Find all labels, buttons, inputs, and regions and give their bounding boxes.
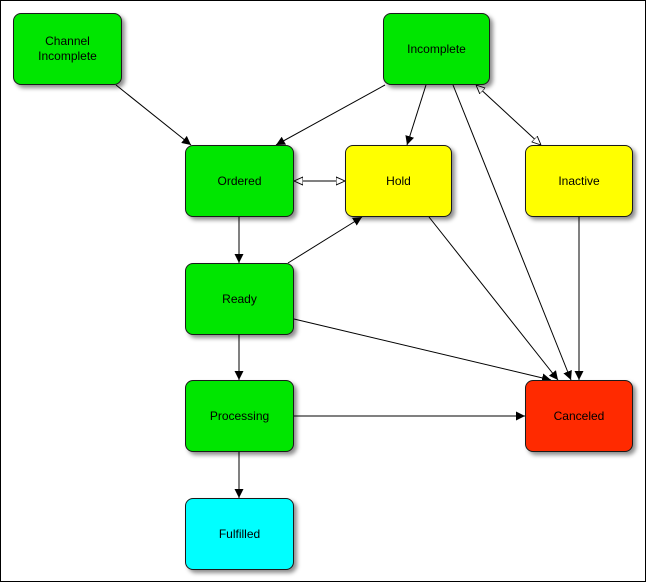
edge-incomplete-to-inactive bbox=[476, 85, 541, 145]
state-inactive[interactable]: Inactive bbox=[525, 145, 633, 217]
edge-hold-to-canceled bbox=[428, 216, 559, 381]
state-inactive-label: Inactive bbox=[558, 173, 600, 188]
edge-ready-to-canceled bbox=[293, 318, 552, 383]
state-ordered[interactable]: Ordered bbox=[185, 145, 294, 217]
edge-incomplete-to-ordered bbox=[275, 84, 386, 146]
edge-ready-to-hold bbox=[287, 216, 363, 264]
state-canceled[interactable]: Canceled bbox=[525, 380, 633, 452]
state-hold[interactable]: Hold bbox=[345, 145, 452, 217]
state-ordered-label: Ordered bbox=[217, 173, 262, 188]
edge-incomplete-to-hold bbox=[405, 84, 427, 146]
state-processing[interactable]: Processing bbox=[185, 380, 294, 452]
state-channel-incomplete[interactable]: Channel Incomplete bbox=[13, 13, 122, 85]
state-incomplete[interactable]: Incomplete bbox=[383, 13, 490, 85]
edge-channel-incomplete-to-ordered bbox=[115, 84, 192, 146]
state-processing-label: Processing bbox=[209, 408, 270, 423]
state-ready-label: Ready bbox=[222, 291, 257, 306]
edge-incomplete-to-canceled bbox=[452, 84, 572, 381]
state-fulfilled-label: Fulfilled bbox=[218, 526, 261, 541]
state-hold-label: Hold bbox=[386, 173, 411, 188]
state-canceled-label: Canceled bbox=[553, 408, 605, 423]
state-incomplete-label: Incomplete bbox=[407, 41, 466, 56]
state-channel-incomplete-label: Channel Incomplete bbox=[38, 34, 97, 63]
state-ready[interactable]: Ready bbox=[185, 263, 294, 335]
state-fulfilled[interactable]: Fulfilled bbox=[185, 498, 294, 570]
